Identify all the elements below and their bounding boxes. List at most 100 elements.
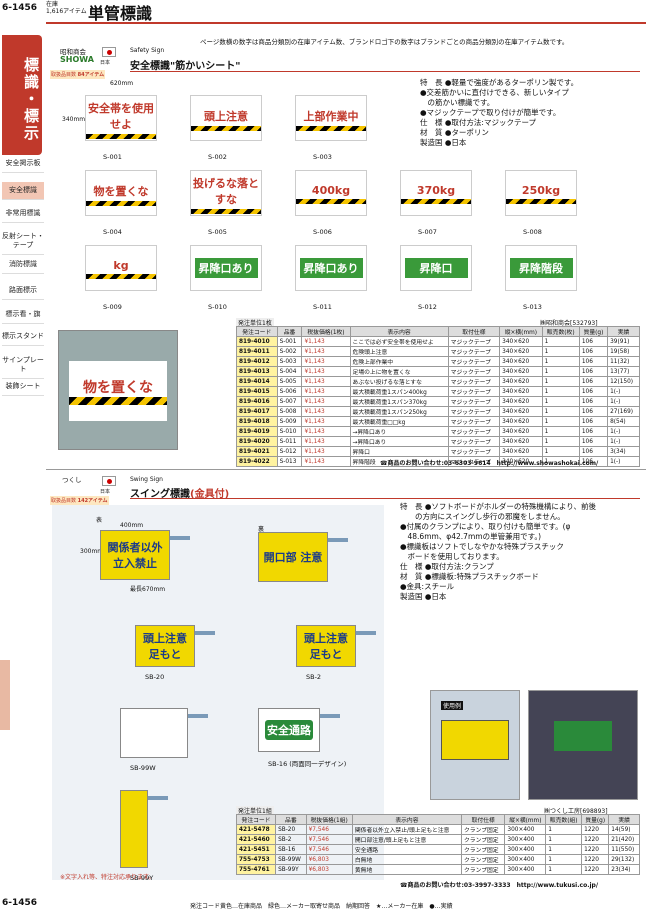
- table-cell: 819-4011: [236, 346, 278, 357]
- sign-code: S-011: [313, 303, 332, 311]
- spec-list-2: 特 長 ●ソフトボードがホルダーの特殊機構により、前後 の方向にスイングし歩行の…: [400, 502, 596, 602]
- section-separator: [46, 469, 646, 470]
- spec-line: ●金具:スチール: [400, 582, 455, 591]
- sign-code: SB-99W: [130, 764, 156, 772]
- sidebar-item: 消防標識: [2, 256, 44, 274]
- table-cell: 最大積載荷重□□kg: [349, 416, 449, 427]
- sign-code: S-007: [418, 228, 437, 236]
- table-cell: S-010: [276, 426, 303, 437]
- table-cell: 819-4012: [236, 356, 278, 367]
- hazard-band: [86, 133, 156, 139]
- table-cell: 白無地: [351, 854, 463, 865]
- table-cell: 危険上部作業中: [349, 356, 449, 367]
- table-cell: 開口部注意/頭上足もと注意: [351, 834, 463, 845]
- table-cell: 1220: [581, 824, 610, 835]
- table-cell: 1(-): [607, 386, 640, 397]
- table-cell: マジックテープ: [447, 336, 501, 347]
- table-cell: S-004: [276, 366, 303, 377]
- section-title-2: スイング標識(金具付): [130, 489, 230, 500]
- swing-sign: [120, 790, 148, 868]
- table-cell: 1: [541, 346, 580, 357]
- front-label: 表: [96, 517, 103, 524]
- sign-code: SB-99Y: [130, 874, 154, 882]
- table-cell: S-006: [276, 386, 303, 397]
- table-cell: マジックテープ: [447, 426, 501, 437]
- japan-flag-icon: [102, 476, 116, 486]
- table-cell: 1: [545, 834, 583, 845]
- sidebar-title: 標識・標示: [2, 35, 42, 155]
- spec-line: ●マジックテープで取り付けが簡単です。: [420, 108, 561, 117]
- table-cell: 300×400: [504, 844, 547, 855]
- table-cell: 1: [541, 436, 580, 447]
- column-header: 品番: [275, 814, 307, 825]
- table-cell: 106: [578, 356, 609, 367]
- table-cell: 819-4020: [236, 436, 278, 447]
- table-cell: 300×400: [504, 834, 547, 845]
- table-cell: 昇降階段: [349, 456, 449, 467]
- sidebar-item: 反射シート・テープ: [2, 228, 44, 255]
- sidebar-item: 非常用標識: [2, 205, 44, 223]
- sign-code: S-012: [418, 303, 437, 311]
- sign-text: 投げるな落とすな: [193, 176, 259, 206]
- swing-sign: 頭上注意 足もと: [296, 625, 356, 667]
- stock-badge: 取扱品目数 84アイテム: [50, 70, 106, 79]
- sign-text: 昇降階段: [509, 258, 573, 278]
- sign-text: 昇降口あり: [194, 258, 258, 278]
- table-cell: クランプ固定: [460, 844, 506, 855]
- table-cell: クランプ固定: [460, 824, 506, 835]
- brand-name-2: つくし: [62, 476, 82, 484]
- table-cell: S-005: [276, 376, 303, 387]
- sign-text: 昇降口: [404, 258, 468, 278]
- sign-code: S-010: [208, 303, 227, 311]
- table-cell: マジックテープ: [447, 446, 501, 457]
- sign-text: 400kg: [311, 184, 351, 197]
- sign-code: S-008: [523, 228, 542, 236]
- table-cell: 21(420): [608, 834, 640, 845]
- table-cell: SB-20: [275, 824, 307, 835]
- sign-image: 400kg: [295, 170, 367, 216]
- table-cell: クランプ固定: [460, 854, 506, 865]
- swing-sign: 安全通路: [258, 708, 320, 752]
- table-header: 発注コード品番税抜価格(1枚)表示内容取付仕様縦×横(mm)販売数(枚)質量(g…: [236, 326, 640, 337]
- table-cell: 819-4014: [236, 376, 278, 387]
- table-cell: 300×400: [504, 854, 547, 865]
- table-cell: S-002: [276, 346, 303, 357]
- stock-badge-2: 取扱品目数 142アイテム: [50, 496, 109, 505]
- section-en-2: Swing Sign: [130, 476, 163, 483]
- table-cell: →昇降口あり: [349, 436, 449, 447]
- table-cell: 1(-): [607, 456, 640, 467]
- table-header: 発注コード品番税抜価格(1組)表示内容取付仕様縦×横(mm)販売数(組)質量(g…: [235, 814, 640, 825]
- table-cell: 1: [541, 446, 580, 457]
- table-cell: 106: [578, 436, 609, 447]
- table-cell: 1: [541, 376, 580, 387]
- spec-line: ●標識板はソフトでしなやかな特殊プラスチック: [400, 542, 564, 551]
- sign-text: 370kg: [416, 184, 456, 197]
- table-cell: S-011: [276, 436, 303, 447]
- table-cell: あぶない投げるな落とすな: [349, 376, 449, 387]
- table-cell: 12(150): [607, 376, 640, 387]
- table-cell: 340×620: [499, 336, 543, 347]
- table-cell: 819-4021: [236, 446, 278, 457]
- table-cell: 819-4010: [236, 336, 278, 347]
- table-cell: マジックテープ: [447, 396, 501, 407]
- table-cell: ¥1,143: [301, 396, 351, 407]
- table-cell: 340×620: [499, 366, 543, 377]
- table-cell: ¥1,143: [301, 376, 351, 387]
- column-header: 縦×横(mm): [499, 326, 543, 337]
- japan-flag-icon: [102, 47, 116, 57]
- sign-code: S-005: [208, 228, 227, 236]
- table-cell: 1: [545, 844, 583, 855]
- spec-line: 製造国 ●日本: [400, 592, 447, 601]
- sign-image: 投げるな落とすな: [190, 170, 262, 216]
- sign-code: S-006: [313, 228, 332, 236]
- column-header: 縦×横(mm): [504, 814, 547, 825]
- table-cell: 危険頭上注意: [349, 346, 449, 357]
- spec-line: 48.6mm、φ42.7mmの単管兼用です。): [400, 532, 541, 541]
- column-header: 販売数(枚): [541, 326, 580, 337]
- brand-logo: SHOWA: [60, 55, 94, 64]
- sign-code: S-002: [208, 153, 227, 161]
- mount-arm: [168, 536, 190, 540]
- table-cell: ¥1,143: [301, 356, 351, 367]
